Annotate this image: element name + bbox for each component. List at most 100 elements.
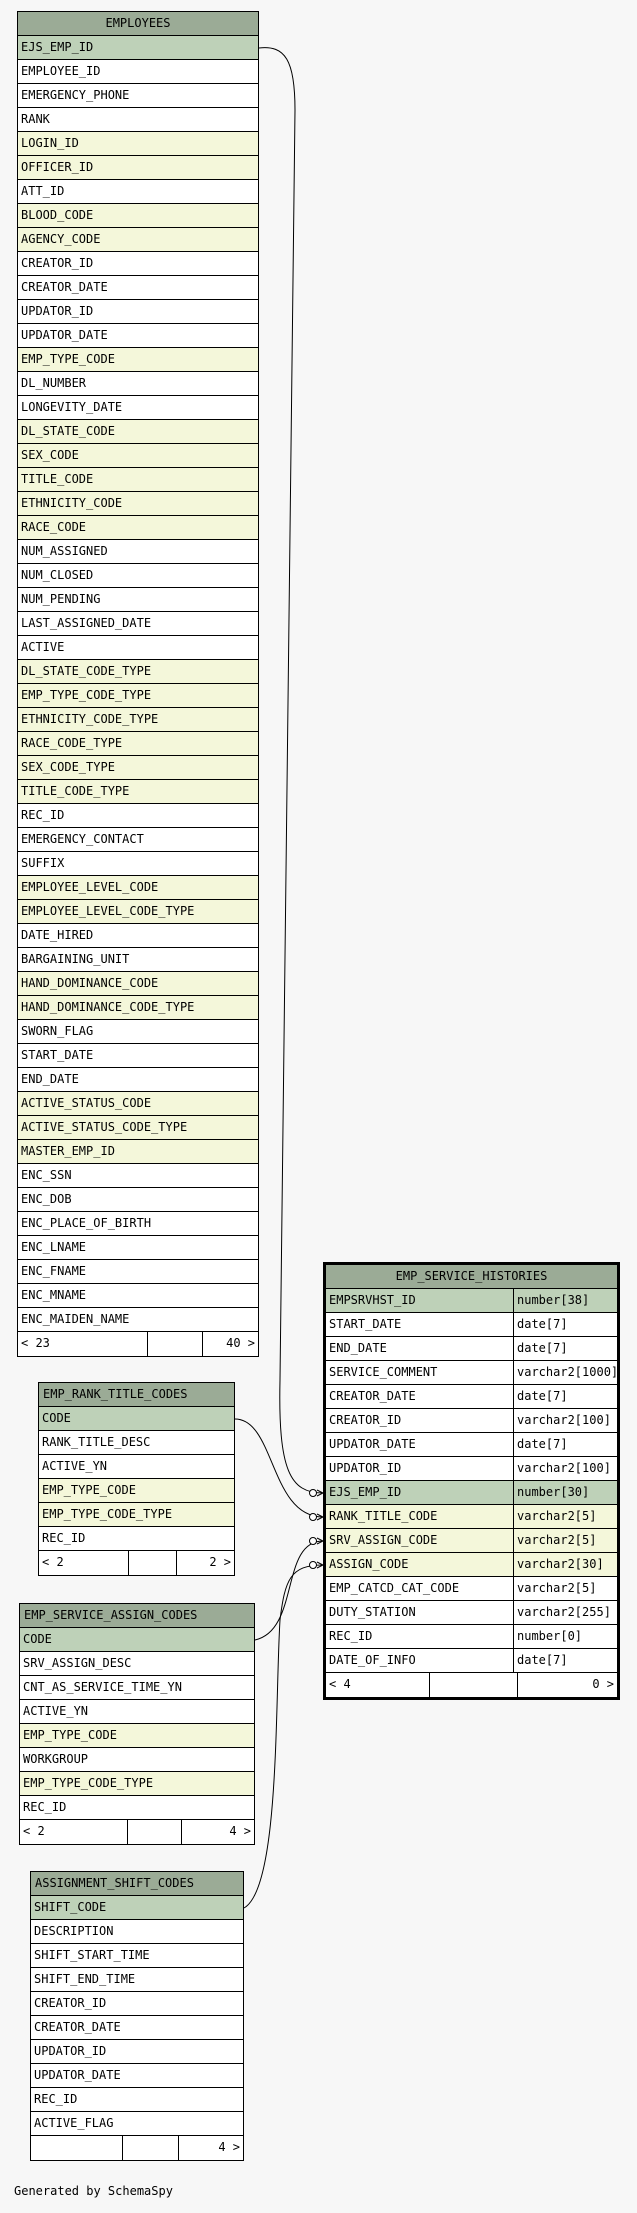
table-row[interactable]: CREATOR_ID <box>31 1992 243 2016</box>
parents-count[interactable]: < 2 <box>20 1820 128 1844</box>
table-row[interactable]: UPDATOR_ID <box>18 300 258 324</box>
table-row[interactable]: MASTER_EMP_ID <box>18 1140 258 1164</box>
table-row[interactable]: END_DATE <box>18 1068 258 1092</box>
table-row[interactable]: DATE_HIRED <box>18 924 258 948</box>
table-title[interactable]: EMP_SERVICE_ASSIGN_CODES <box>20 1604 254 1628</box>
table-row[interactable]: LOGIN_ID <box>18 132 258 156</box>
table-row[interactable]: EMPLOYEE_ID <box>18 60 258 84</box>
table-row[interactable]: ACTIVE_FLAG <box>31 2112 243 2136</box>
table-row[interactable]: DL_STATE_CODE_TYPE <box>18 660 258 684</box>
table-row[interactable]: LONGEVITY_DATE <box>18 396 258 420</box>
table-row[interactable]: AGENCY_CODE <box>18 228 258 252</box>
table-row[interactable]: EMP_TYPE_CODE_TYPE <box>18 684 258 708</box>
table-row[interactable]: ENC_MAIDEN_NAME <box>18 1308 258 1332</box>
table-row[interactable]: REC_ID <box>39 1527 234 1551</box>
table-row[interactable]: EMERGENCY_CONTACT <box>18 828 258 852</box>
table-row[interactable]: ENC_SSN <box>18 1164 258 1188</box>
table-row[interactable]: CREATOR_DATE <box>18 276 258 300</box>
table-row[interactable]: TITLE_CODE <box>18 468 258 492</box>
table-row[interactable]: ACTIVE_YN <box>20 1700 254 1724</box>
table-row[interactable]: SHIFT_END_TIME <box>31 1968 243 1992</box>
table-row[interactable]: SWORN_FLAG <box>18 1020 258 1044</box>
table-row[interactable]: BARGAINING_UNIT <box>18 948 258 972</box>
table-row[interactable]: EMP_TYPE_CODE_TYPE <box>20 1772 254 1796</box>
table-row[interactable]: ACTIVE_STATUS_CODE_TYPE <box>18 1116 258 1140</box>
table-row[interactable]: EMERGENCY_PHONE <box>18 84 258 108</box>
table-row[interactable]: CODE <box>20 1628 254 1652</box>
table-row[interactable]: ETHNICITY_CODE_TYPE <box>18 708 258 732</box>
children-count[interactable]: 0 > <box>592 1677 614 1691</box>
table-row[interactable]: SHIFT_START_TIME <box>31 1944 243 1968</box>
table-row[interactable]: EMP_TYPE_CODE_TYPE <box>39 1503 234 1527</box>
parents-count[interactable]: < 23 <box>18 1332 148 1356</box>
table-row[interactable]: BLOOD_CODE <box>18 204 258 228</box>
table-title[interactable]: EMP_RANK_TITLE_CODES <box>39 1383 234 1407</box>
table-row[interactable]: EMPLOYEE_LEVEL_CODE <box>18 876 258 900</box>
children-count[interactable]: 2 > <box>209 1555 231 1569</box>
table-row[interactable]: ENC_PLACE_OF_BIRTH <box>18 1212 258 1236</box>
table-row[interactable]: EMPLOYEE_LEVEL_CODE_TYPE <box>18 900 258 924</box>
table-row[interactable]: ACTIVE_STATUS_CODE <box>18 1092 258 1116</box>
table-row[interactable]: ACTIVE <box>18 636 258 660</box>
table-row[interactable]: CODE <box>39 1407 234 1431</box>
table-row[interactable]: DL_NUMBER <box>18 372 258 396</box>
table-row[interactable]: RACE_CODE <box>18 516 258 540</box>
table-title[interactable]: ASSIGNMENT_SHIFT_CODES <box>31 1872 243 1896</box>
table-row[interactable]: UPDATOR_DATE <box>18 324 258 348</box>
table-row[interactable]: UPDATOR_DATE <box>31 2064 243 2088</box>
table-row[interactable]: SEX_CODE_TYPE <box>18 756 258 780</box>
table-row[interactable]: WORKGROUP <box>20 1748 254 1772</box>
table-row[interactable]: TITLE_CODE_TYPE <box>18 780 258 804</box>
table-row[interactable]: ENC_FNAME <box>18 1260 258 1284</box>
table-row[interactable]: EMP_TYPE_CODE <box>39 1479 234 1503</box>
table-row[interactable]: NUM_CLOSED <box>18 564 258 588</box>
table-row[interactable]: HAND_DOMINANCE_CODE_TYPE <box>18 996 258 1020</box>
table-title[interactable]: EMPLOYEES <box>18 12 258 36</box>
table-row[interactable]: SRV_ASSIGN_DESC <box>20 1652 254 1676</box>
parents-count[interactable]: < 4 <box>326 1673 430 1697</box>
table-row[interactable]: REC_ID <box>20 1796 254 1820</box>
table-row[interactable]: CREATOR_ID <box>18 252 258 276</box>
table-row[interactable]: UPDATOR_ID <box>31 2040 243 2064</box>
table-row[interactable]: RANK <box>18 108 258 132</box>
children-count[interactable]: 40 > <box>226 1336 255 1350</box>
table-row[interactable]: NUM_ASSIGNED <box>18 540 258 564</box>
table-row[interactable]: HAND_DOMINANCE_CODE <box>18 972 258 996</box>
table-row[interactable]: RANK_TITLE_DESC <box>39 1431 234 1455</box>
table-row[interactable]: RACE_CODE_TYPE <box>18 732 258 756</box>
table-row[interactable]: REC_ID <box>18 804 258 828</box>
table-row[interactable]: DL_STATE_CODE <box>18 420 258 444</box>
table-row[interactable]: EMP_TYPE_CODE <box>20 1724 254 1748</box>
table-row[interactable]: EJS_EMP_ID <box>18 36 258 60</box>
table-row[interactable]: ENC_LNAME <box>18 1236 258 1260</box>
table-row[interactable]: ENC_DOB <box>18 1188 258 1212</box>
children-count[interactable]: 4 > <box>218 2140 240 2154</box>
parents-count[interactable] <box>31 2136 123 2160</box>
parents-count[interactable]: < 2 <box>39 1551 129 1575</box>
table-row[interactable]: EMP_TYPE_CODE <box>18 348 258 372</box>
table-row[interactable]: REC_ID <box>31 2088 243 2112</box>
table-row[interactable]: ETHNICITY_CODE <box>18 492 258 516</box>
table-row[interactable]: START_DATE <box>18 1044 258 1068</box>
table-row[interactable]: SEX_CODE <box>18 444 258 468</box>
table-row[interactable]: NUM_PENDING <box>18 588 258 612</box>
table-row[interactable]: OFFICER_ID <box>18 156 258 180</box>
